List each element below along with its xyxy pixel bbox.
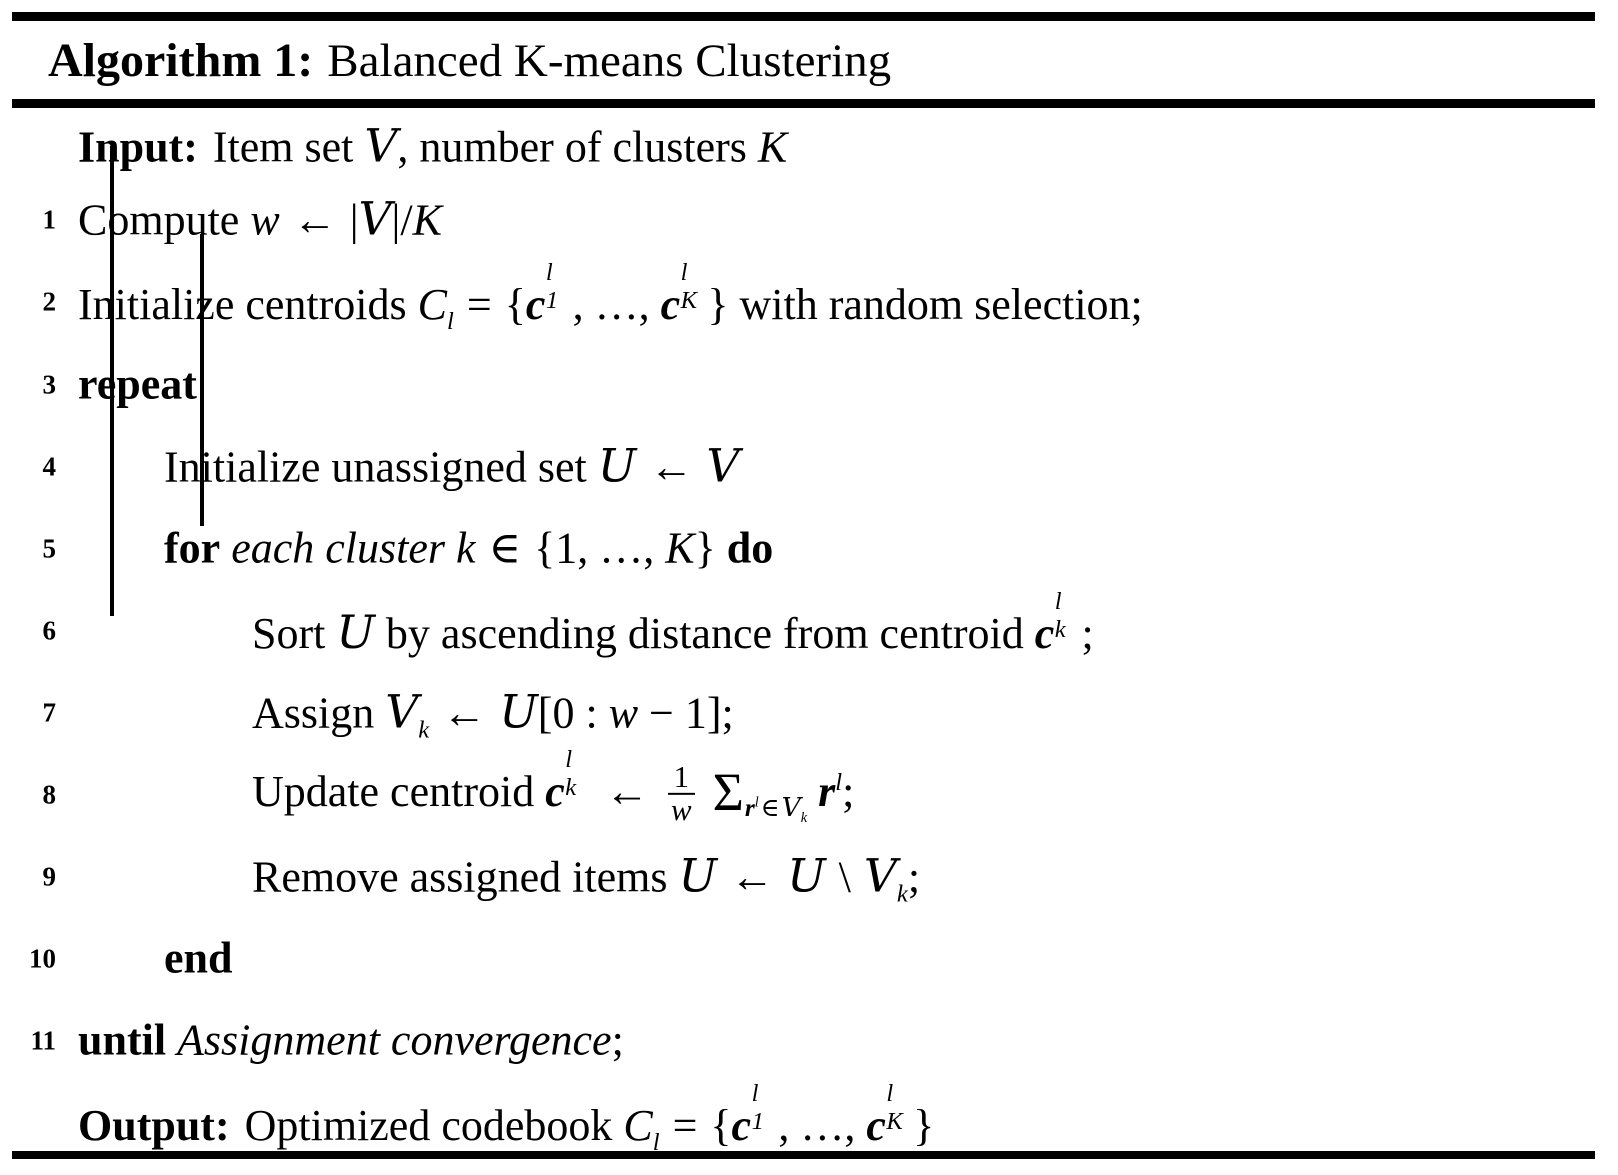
keyword-do: do: [726, 523, 774, 573]
line-number: 6: [42, 615, 57, 646]
line-number: 9: [42, 861, 57, 892]
line-number: 4: [42, 451, 57, 482]
output-label: Output:: [78, 1101, 230, 1151]
for-condition: each cluster: [231, 523, 445, 573]
line-content: Sort U by ascending distance from centro…: [252, 587, 1094, 660]
indent-rule-outer: [110, 146, 114, 616]
line-content: until Assignment convergence;: [78, 1015, 624, 1065]
keyword-end: end: [164, 933, 233, 983]
line-number: 2: [42, 286, 57, 317]
until-condition: Assignment convergence: [177, 1015, 612, 1065]
algorithm-line: 4 Initialize unassigned set U ← V: [0, 428, 1618, 506]
algorithm-line: 11 until Assignment convergence;: [0, 1002, 1618, 1080]
algorithm-caption-label: Algorithm 1:: [48, 34, 314, 87]
line-number: 1: [42, 204, 57, 235]
algorithm-line: 9 Remove assigned items U ← U \ Vk;: [0, 838, 1618, 916]
line-content: for each cluster k ∈ {1, …, K} do: [164, 523, 774, 573]
algorithm-caption-title: Balanced K-means Clustering: [327, 34, 892, 87]
algorithm-line: 10 end: [0, 920, 1618, 998]
algorithm-line: 6 Sort U by ascending distance from cent…: [0, 587, 1618, 670]
line-number: 10: [29, 943, 56, 974]
algorithm-line: 5 for each cluster k ∈ {1, …, K} do: [0, 510, 1618, 588]
keyword-for: for: [164, 523, 221, 573]
line-content: Initialize unassigned set U ← V: [164, 439, 740, 493]
algorithm-line: 7 Assign Vk ← U[0 : w − 1];: [0, 674, 1618, 752]
rule-under-caption: [12, 99, 1595, 108]
algorithm-caption: Algorithm 1: Balanced K-means Clustering: [48, 26, 891, 96]
line-content: Remove assigned items U ← U \ Vk;: [252, 849, 921, 908]
input-line: Input: Item set V, number of clusters K: [0, 108, 1618, 186]
keyword-repeat: repeat: [78, 359, 197, 409]
line-number: 3: [42, 369, 57, 400]
line-number: 11: [30, 1025, 56, 1056]
algorithm-body: Input: Item set V, number of clusters K …: [0, 108, 1618, 1155]
line-content: Assign Vk ← U[0 : w − 1];: [252, 685, 734, 744]
rule-bottom: [12, 1151, 1595, 1159]
input-label: Input:: [78, 122, 198, 172]
input-line-text: Input: Item set V, number of clusters K: [78, 119, 788, 173]
algorithm-line: 3 repeat: [0, 346, 1618, 424]
line-content: Compute w ← |V|/K: [78, 192, 442, 246]
line-number: 5: [42, 533, 57, 564]
keyword-until: until: [78, 1015, 167, 1065]
indent-rule-inner: [200, 234, 204, 526]
algorithm-line: 1 Compute w ← |V|/K: [0, 181, 1618, 259]
line-number: 8: [42, 779, 57, 810]
rule-top: [12, 12, 1595, 21]
line-number: 7: [42, 697, 57, 728]
